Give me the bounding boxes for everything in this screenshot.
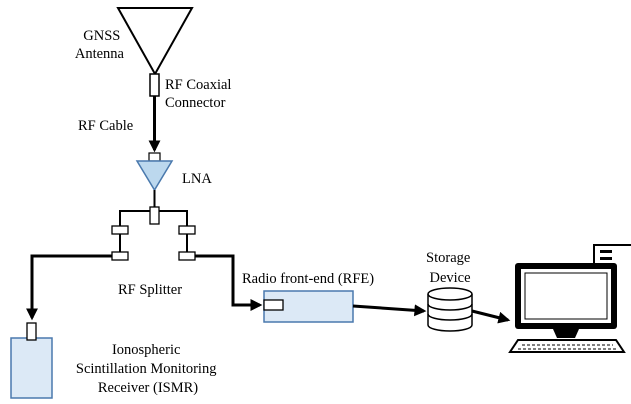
splitter-label: RF Splitter bbox=[118, 282, 182, 298]
amplifier-triangle-icon bbox=[135, 160, 174, 192]
ismr-label: Ionospheric Scintillation Monitoring Rec… bbox=[76, 342, 220, 396]
connector-label: RF Coaxial Connector bbox=[165, 77, 235, 111]
cable-to-computer bbox=[471, 309, 511, 324]
antenna-label: GNSS Antenna bbox=[75, 28, 125, 62]
cable-to-storage bbox=[352, 304, 427, 317]
splitter-input-port bbox=[149, 206, 160, 225]
lna-label: LNA bbox=[182, 171, 212, 187]
antenna-icon bbox=[116, 7, 194, 77]
splitter-port-right-lower bbox=[178, 251, 196, 261]
storage-label: Storage Device bbox=[426, 250, 474, 286]
splitter-port-left-lower bbox=[111, 251, 129, 261]
lna-input-port bbox=[148, 152, 161, 162]
desktop-computer-icon bbox=[508, 244, 631, 353]
ismr-input-port bbox=[26, 322, 37, 341]
cable-label: RF Cable bbox=[78, 118, 133, 134]
cable-to-rfe bbox=[195, 254, 263, 311]
splitter-port-right-upper bbox=[178, 225, 196, 235]
ismr-box bbox=[10, 337, 53, 399]
splitter-port-left-upper bbox=[111, 225, 129, 235]
rfe-label: Radio front-end (RFE) bbox=[242, 271, 374, 287]
rfe-input-port bbox=[263, 299, 284, 311]
database-cylinder-icon bbox=[427, 287, 473, 332]
cable-to-ismr bbox=[26, 254, 112, 321]
rf-coaxial-connector bbox=[149, 73, 160, 97]
